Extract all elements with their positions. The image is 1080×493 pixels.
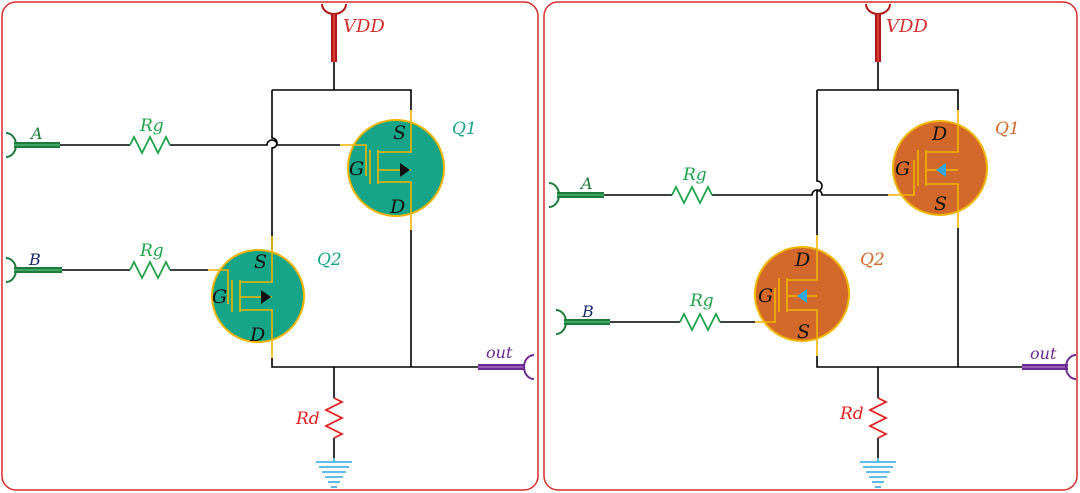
- left-panel-frame: [1, 1, 539, 491]
- input-a-label: A: [29, 124, 43, 143]
- vdd-label: VDD: [886, 16, 928, 37]
- q1-bottom-label: S: [934, 193, 947, 215]
- right-panel-frame: [543, 1, 1078, 491]
- q2-gate-label: G: [212, 286, 227, 308]
- input-a-terminal: [548, 182, 604, 208]
- vdd-terminal: [865, 3, 891, 62]
- rg2-label: Rg: [139, 241, 164, 261]
- q2-transistor: [208, 236, 305, 358]
- rd-resistor: [867, 397, 889, 439]
- q1-name-label: Q1: [452, 119, 477, 139]
- rg1-resistor: [129, 134, 171, 156]
- left-panel: VDD A B Rg Rg: [1, 1, 539, 491]
- input-b-terminal: [555, 309, 610, 335]
- q1-bottom-label: D: [389, 196, 405, 218]
- out-terminal: [1022, 354, 1077, 380]
- out-label: out: [1030, 344, 1057, 363]
- input-b-label: B: [28, 250, 41, 269]
- q1-transistor: [888, 110, 988, 228]
- rg1-resistor: [671, 184, 713, 206]
- right-wires: [604, 62, 1022, 458]
- rd-label: Rd: [295, 409, 320, 429]
- left-wires: [60, 62, 478, 458]
- rg1-label: Rg: [139, 116, 164, 136]
- rd-label: Rd: [839, 404, 864, 424]
- q1-gate-label: G: [895, 158, 910, 180]
- rd-resistor: [323, 397, 345, 439]
- out-terminal: [478, 354, 535, 380]
- rg2-resistor: [129, 259, 171, 281]
- q1-gate-label: G: [349, 158, 364, 180]
- q1-name-label: Q1: [995, 119, 1020, 139]
- ground-icon: [860, 458, 896, 488]
- q1-top-label: D: [931, 123, 947, 145]
- q2-top-label: D: [794, 249, 810, 271]
- q1-top-label: S: [393, 122, 406, 144]
- q2-name-label: Q2: [860, 250, 885, 270]
- out-label: out: [486, 343, 513, 362]
- rg1-label: Rg: [682, 165, 707, 185]
- q2-bottom-label: S: [797, 321, 810, 343]
- input-a-terminal: [5, 132, 60, 158]
- q2-top-label: S: [254, 251, 267, 273]
- q2-bottom-label: D: [249, 324, 265, 346]
- rg2-resistor: [679, 311, 721, 333]
- q2-transistor: [754, 235, 850, 356]
- vdd-label: VDD: [343, 16, 385, 37]
- vdd-terminal: [321, 3, 347, 62]
- q2-gate-label: G: [758, 285, 773, 307]
- right-panel: VDD A B Rg Rg: [543, 1, 1078, 491]
- ground-icon: [316, 458, 352, 488]
- input-b-terminal: [5, 257, 62, 283]
- rg2-label: Rg: [689, 291, 714, 311]
- input-b-label: B: [581, 302, 594, 321]
- input-a-label: A: [579, 174, 593, 193]
- q2-name-label: Q2: [317, 250, 342, 270]
- q1-transistor: [340, 110, 445, 230]
